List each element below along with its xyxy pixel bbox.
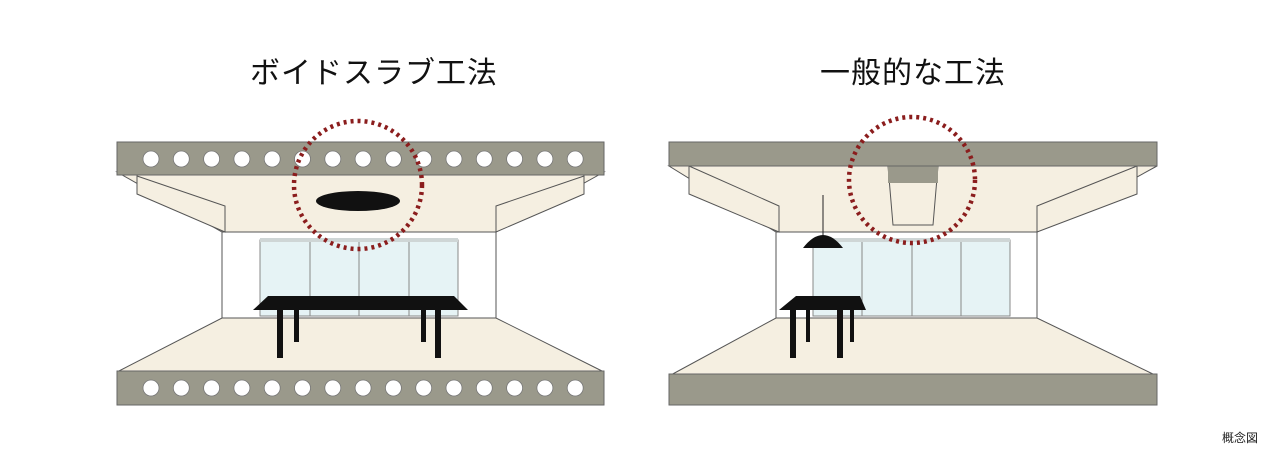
- void-hole: [233, 150, 251, 168]
- floor-voids: [142, 379, 584, 397]
- void-hole: [566, 150, 584, 168]
- void-hole: [415, 379, 433, 397]
- void-slab-method-title: ボイドスラブ工法: [250, 56, 498, 91]
- floor-slab: [668, 373, 1158, 406]
- void-hole: [506, 379, 523, 397]
- void-hole: [384, 150, 402, 168]
- table: [253, 296, 468, 358]
- void-hole: [294, 150, 311, 168]
- ceiling-voids: [142, 150, 584, 168]
- void-hole: [384, 379, 402, 397]
- void-hole: [445, 150, 463, 168]
- void-hole: [506, 150, 523, 168]
- highlight-circle: [846, 114, 978, 246]
- void-hole: [354, 379, 372, 397]
- table: [779, 296, 866, 358]
- void-hole: [142, 379, 160, 397]
- right-beam: [495, 175, 585, 233]
- void-hole: [172, 150, 190, 168]
- void-hole: [475, 150, 493, 168]
- void-hole: [354, 150, 372, 168]
- void-hole: [233, 379, 251, 397]
- floor: [116, 317, 605, 373]
- void-slab-room: [115, 118, 606, 406]
- void-hole: [445, 379, 463, 397]
- highlight-circle: [291, 118, 425, 252]
- void-hole: [566, 379, 584, 397]
- void-hole: [536, 379, 554, 397]
- void-hole: [536, 150, 554, 168]
- conventional-method-title: 一般的な工法: [820, 56, 1006, 91]
- void-hole: [263, 150, 281, 168]
- void-hole: [203, 150, 221, 168]
- floor: [668, 317, 1158, 377]
- left-beam: [688, 165, 780, 233]
- concept-diagram-caption: 概念図: [1221, 431, 1258, 445]
- void-hole: [263, 379, 281, 397]
- void-hole: [324, 150, 342, 168]
- void-hole: [172, 379, 190, 397]
- left-beam: [136, 175, 226, 233]
- window: [812, 238, 1011, 317]
- void-hole: [203, 379, 221, 397]
- void-hole: [294, 379, 311, 397]
- void-hole: [475, 379, 493, 397]
- pendant-lamp: [803, 195, 843, 248]
- void-hole: [324, 379, 342, 397]
- ceiling-slab: [668, 141, 1158, 167]
- void-hole: [142, 150, 160, 168]
- ceiling-light: [316, 191, 400, 211]
- conventional-room: [667, 114, 1158, 406]
- right-beam: [1036, 165, 1138, 233]
